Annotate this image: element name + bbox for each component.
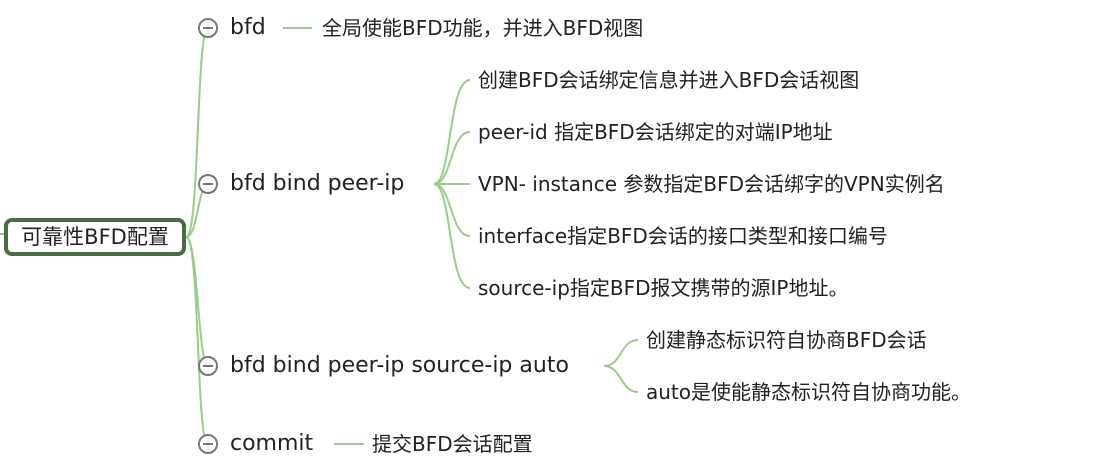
leaf-node[interactable]: VPN- instance 参数指定BFD会话绑字的VPN实例名 [478, 172, 945, 196]
root-label: 可靠性BFD配置 [21, 225, 169, 249]
branch-bfd-bind-peer-ip[interactable]: bfd bind peer-ip [230, 171, 405, 196]
leaf-node[interactable]: interface指定BFD会话的接口类型和接口编号 [478, 224, 888, 248]
collapse-icon[interactable] [198, 434, 218, 454]
branch-commit[interactable]: commit [230, 431, 314, 456]
collapse-icon[interactable] [198, 356, 218, 376]
collapse-icon[interactable] [198, 18, 218, 38]
leaf-node[interactable]: source-ip指定BFD报文携带的源IP地址。 [478, 276, 849, 300]
branch-bfd-bind-peer-ip-source-ip-auto[interactable]: bfd bind peer-ip source-ip auto [230, 353, 569, 378]
collapse-icon[interactable] [198, 174, 218, 194]
leaf-node[interactable]: 提交BFD会话配置 [372, 432, 533, 456]
branch-bfd[interactable]: bfd [230, 15, 266, 40]
leaf-node[interactable]: 全局使能BFD功能，并进入BFD视图 [322, 16, 644, 40]
leaf-node[interactable]: 创建BFD会话绑定信息并进入BFD会话视图 [478, 68, 860, 92]
leaf-node[interactable]: auto是使能静态标识符自协商功能。 [646, 380, 972, 404]
leaf-node[interactable]: peer-id 指定BFD会话绑定的对端IP地址 [478, 120, 833, 144]
leaf-node[interactable]: 创建静态标识符自协商BFD会话 [646, 328, 927, 352]
root-node[interactable]: 可靠性BFD配置 [4, 218, 186, 256]
